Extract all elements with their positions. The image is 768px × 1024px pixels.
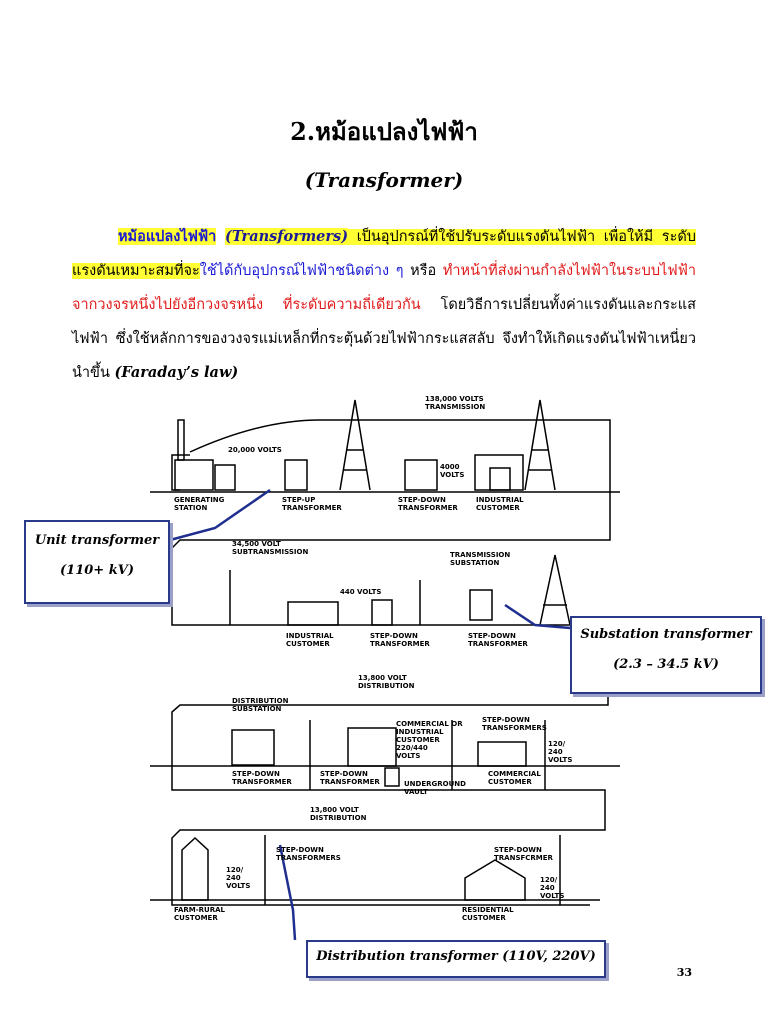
label-underground-vault: UNDERGROUND VAULT — [404, 780, 466, 796]
stepdown-transformer-top — [404, 459, 438, 491]
connector-text: หรือ — [403, 263, 443, 279]
substation-transformer-callout: Substation transformer (2.3 – 34.5 kV) — [570, 616, 762, 694]
label-stepdown-mid-2: STEP-DOWN TRANSFORMER — [468, 632, 528, 648]
label-120-240-c: 120/ 240 VOLTS — [540, 876, 565, 900]
substation-transformer — [469, 589, 493, 621]
distribution-substation — [231, 729, 275, 766]
label-120-240-a: 120/ 240 VOLTS — [548, 740, 573, 764]
label-120-240-b: 120/ 240 VOLTS — [226, 866, 251, 890]
body-paragraph: หม้อแปลงไฟฟ้า (Transformers) เป็นอุปกรณ์… — [72, 220, 696, 390]
distribution-transformer-label: Distribution transformer (110V, 220V) — [316, 949, 596, 964]
label-industrial-top: INDUSTRIAL CUSTOMER — [476, 496, 524, 512]
term-thai: หม้อแปลงไฟฟ้า — [118, 228, 217, 245]
tower-2 — [524, 399, 556, 491]
label-stepdown-transformers-a: STEP-DOWN TRANSFORMERS — [482, 716, 547, 732]
commercial-building — [347, 727, 397, 767]
label-industrial-mid: INDUSTRIAL CUSTOMER — [286, 632, 334, 648]
label-20000-volts: 20,000 VOLTS — [228, 446, 282, 454]
label-distribution-b: 13,800 VOLT DISTRIBUTION — [310, 806, 367, 822]
label-commercial-industrial: COMMERCIAL OR INDUSTRIAL CUSTOMER 220/44… — [396, 720, 463, 760]
unit-transformer-range: (110+ kV) — [60, 563, 134, 578]
unit-arrow — [169, 488, 271, 542]
commercial-customer — [477, 741, 527, 767]
label-stepup-transformer: STEP-UP TRANSFORMER — [282, 496, 342, 512]
residential-house — [464, 859, 526, 901]
farm-barn — [181, 836, 209, 901]
label-4000-volts: 4000 VOLTS — [440, 463, 465, 479]
label-440-volts: 440 VOLTS — [340, 588, 382, 596]
unit-transformer-title: Unit transformer — [34, 533, 160, 548]
method-text: โดยวิธีการเปลี่ยนทั้งค่าแรงดันและกระแสไฟ… — [72, 297, 697, 381]
label-stepdown-top: STEP-DOWN TRANSFORMER — [398, 496, 458, 512]
label-stepdown-bottom: STEP-DOWN TRANSFCRMER — [494, 846, 553, 862]
generating-station — [174, 459, 214, 491]
stepdown-mid-1 — [371, 599, 393, 626]
substation-transformer-title: Substation transformer — [580, 627, 752, 642]
label-transmission-substation: TRANSMISSION SUBSTATION — [450, 551, 511, 567]
label-subtransmission: 34,500 VOLT SUBTRANSMISSION — [232, 540, 309, 556]
industrial-building-top — [474, 454, 524, 491]
label-distribution-a: 13,800 VOLT DISTRIBUTION — [358, 674, 415, 690]
underground-vault — [384, 767, 400, 787]
unit-transformer-callout: Unit transformer (110+ kV) — [24, 520, 170, 604]
faraday-law: (Faraday’s law) — [114, 364, 239, 381]
tower-1 — [339, 399, 371, 491]
page-subtitle: (Transformer) — [304, 168, 464, 192]
label-distribution-substation: DISTRIBUTION SUBSTATION — [232, 697, 289, 713]
usage-text: ใช้ได้กับอุปกรณ์ไฟฟ้าชนิดต่าง ๆ — [199, 263, 404, 279]
label-generating-station: GENERATING STATION — [174, 496, 225, 512]
label-transmission: 138,000 VOLTS TRANSMISSION — [425, 395, 486, 411]
page-title: 2.หม้อแปลงไฟฟ้า — [290, 117, 478, 146]
label-commercial-customer: COMMERCIAL CUSTOMER — [488, 770, 541, 786]
distribution-arrow — [278, 844, 297, 941]
distribution-transformer-callout: Distribution transformer (110V, 220V) — [306, 940, 606, 978]
industrial-building-mid — [287, 601, 339, 626]
term-english: (Transformers) — [224, 228, 349, 245]
tower-3 — [539, 554, 571, 626]
function-text: ทำหน้าที่ส่งผ่านกำลังไฟฟ้าในระบบไฟฟ้าจาก… — [72, 263, 696, 313]
label-residential: RESIDENTIAL CUSTOMER — [462, 906, 514, 922]
label-farm-rural: FARM-RURAL CUSTOMER — [174, 906, 225, 922]
label-stepdown-mid-1: STEP-DOWN TRANSFORMER — [370, 632, 430, 648]
label-stepdown-transformers-b: STEP-DOWN TRANSFORMERS — [276, 846, 341, 862]
label-stepdown-low-1: STEP-DOWN TRANSFORMER — [232, 770, 292, 786]
page-number: 33 — [676, 966, 692, 979]
stepup-transformer — [284, 459, 308, 491]
label-stepdown-low-2: STEP-DOWN TRANSFORMER — [320, 770, 380, 786]
substation-arrow — [504, 603, 571, 630]
substation-transformer-range: (2.3 – 34.5 kV) — [613, 657, 719, 672]
